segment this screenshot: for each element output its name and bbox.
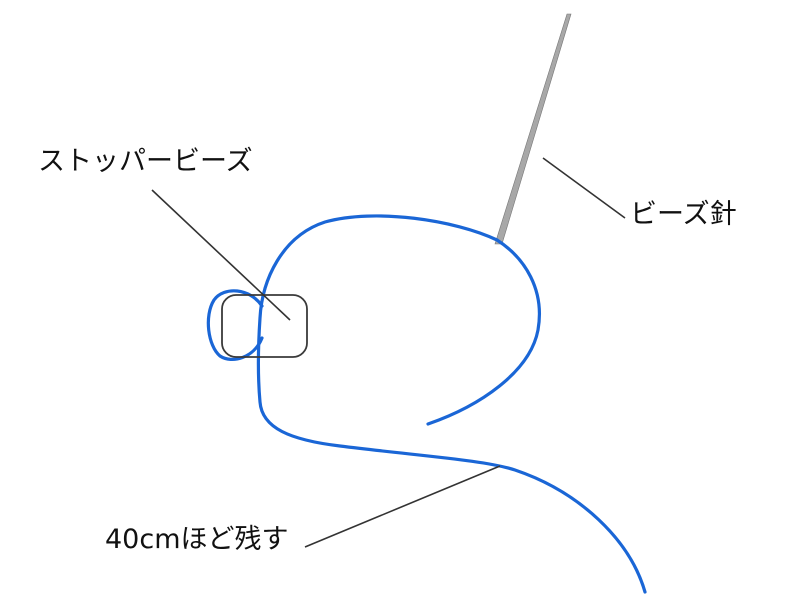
thread-tail-end	[426, 238, 541, 426]
beading-needle	[494, 13, 572, 245]
label-leave-thread: 40cmほど残す	[105, 524, 289, 555]
stopper-bead	[221, 294, 308, 358]
needle-eye	[565, 25, 571, 39]
needle-body	[494, 13, 572, 245]
label-stopper-bead: ストッパービーズ	[38, 146, 253, 177]
thread-line	[256, 214, 647, 594]
label-bead-needle: ビーズ針	[630, 199, 737, 230]
thread-loop-around-bead	[206, 289, 264, 361]
leader-line-leave-thread	[304, 465, 501, 548]
leader-line-bead-needle	[542, 157, 626, 219]
leader-line-stopper-bead	[151, 189, 291, 321]
